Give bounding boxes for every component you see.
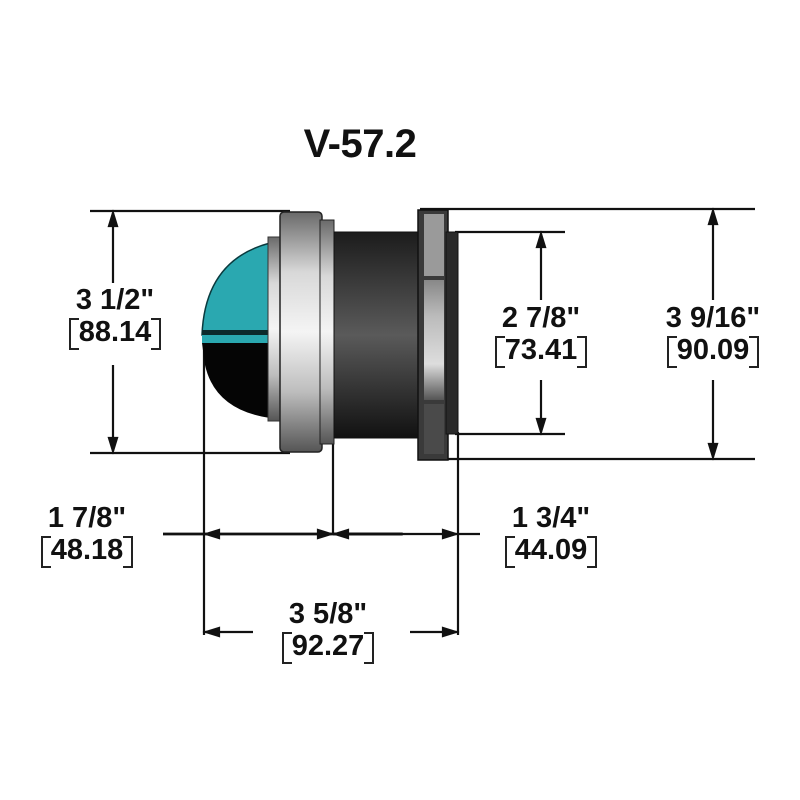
lamp-illustration — [201, 209, 459, 461]
model-title: V-57.2 — [303, 122, 417, 166]
dim-metric: 90.09 — [666, 334, 760, 368]
dim-overall-depth: 3 5/8" 92.27 — [258, 598, 398, 664]
dim-metric: 73.41 — [494, 334, 588, 368]
dim-metric: 44.09 — [504, 534, 598, 568]
dim-rear-depth: 1 3/4" 44.09 — [484, 502, 618, 568]
dim-imperial: 1 3/4" — [511, 502, 591, 534]
dim-imperial: 3 1/2" — [75, 284, 155, 316]
dim-metric: 48.18 — [40, 534, 134, 568]
dim-imperial: 3 5/8" — [288, 598, 368, 630]
dim-lens-height: 3 1/2" 88.14 — [48, 284, 182, 350]
dimension-lines — [107, 207, 719, 638]
dim-front-depth: 1 7/8" 48.18 — [20, 502, 154, 568]
dim-flange-height: 3 9/16" 90.09 — [646, 302, 780, 368]
dim-imperial: 2 7/8" — [501, 302, 581, 334]
dim-imperial: 1 7/8" — [47, 502, 127, 534]
dim-imperial: 3 9/16" — [665, 302, 761, 334]
dim-metric: 92.27 — [281, 630, 375, 664]
dim-metric: 88.14 — [68, 316, 162, 350]
dim-body-height: 2 7/8" 73.41 — [476, 302, 606, 368]
